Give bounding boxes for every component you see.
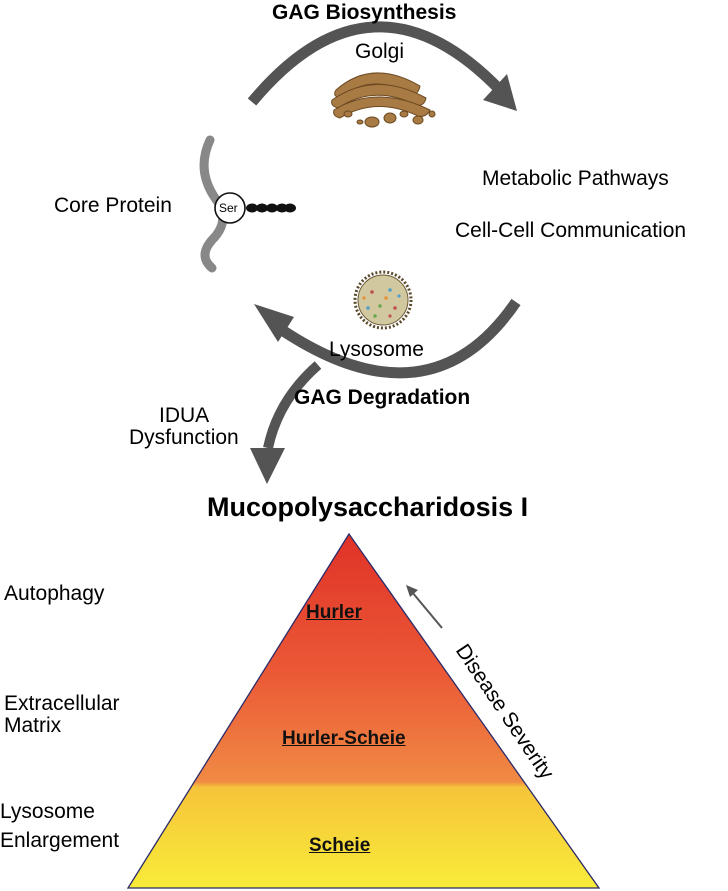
lysosome-label: Lysosome [329, 338, 424, 361]
idua-label-line2: Dysfunction [129, 426, 239, 449]
lysosome-enlargement-line1: Lysosome [0, 800, 95, 823]
severity-arrow-line [411, 591, 443, 629]
degradation-label: GAG Degradation [294, 386, 471, 409]
tier-scheie: Scheie [309, 835, 371, 856]
disease-title: Mucopolysaccharidosis I [207, 492, 529, 522]
ecm-label-line2: Matrix [4, 714, 62, 737]
serine-node [214, 192, 246, 224]
ecm-label-line1: Extracellular [4, 692, 120, 715]
degradation-arc [278, 298, 521, 379]
degradation-arrowhead [254, 304, 294, 342]
serine-label: Ser [219, 201, 238, 215]
biosynthesis-arc [247, 21, 504, 106]
tier-hurler: Hurler [306, 602, 362, 623]
idua-arrowhead [250, 448, 285, 484]
golgi-label: Golgi [355, 40, 405, 63]
lysosome-enlargement-line2: Enlargement [0, 829, 120, 852]
severity-pyramid [126, 532, 601, 889]
lysosome-icon [353, 270, 413, 330]
golgi-icon [331, 72, 436, 128]
biosynthesis-arrowhead [483, 74, 517, 111]
core-protein-label: Core Protein [54, 194, 172, 217]
idua-label-line1: IDUA [159, 404, 210, 427]
severity-arrowhead [406, 585, 418, 597]
gag-chain [246, 203, 296, 213]
metabolic-pathways-label: Metabolic Pathways [482, 167, 669, 190]
cell-communication-label: Cell-Cell Communication [455, 219, 687, 242]
biosynthesis-label: GAG Biosynthesis [272, 1, 457, 24]
tier-hurler-scheie: Hurler-Scheie [282, 728, 406, 749]
autophagy-label: Autophagy [4, 582, 105, 605]
idua-arrow-shaft [263, 361, 322, 450]
